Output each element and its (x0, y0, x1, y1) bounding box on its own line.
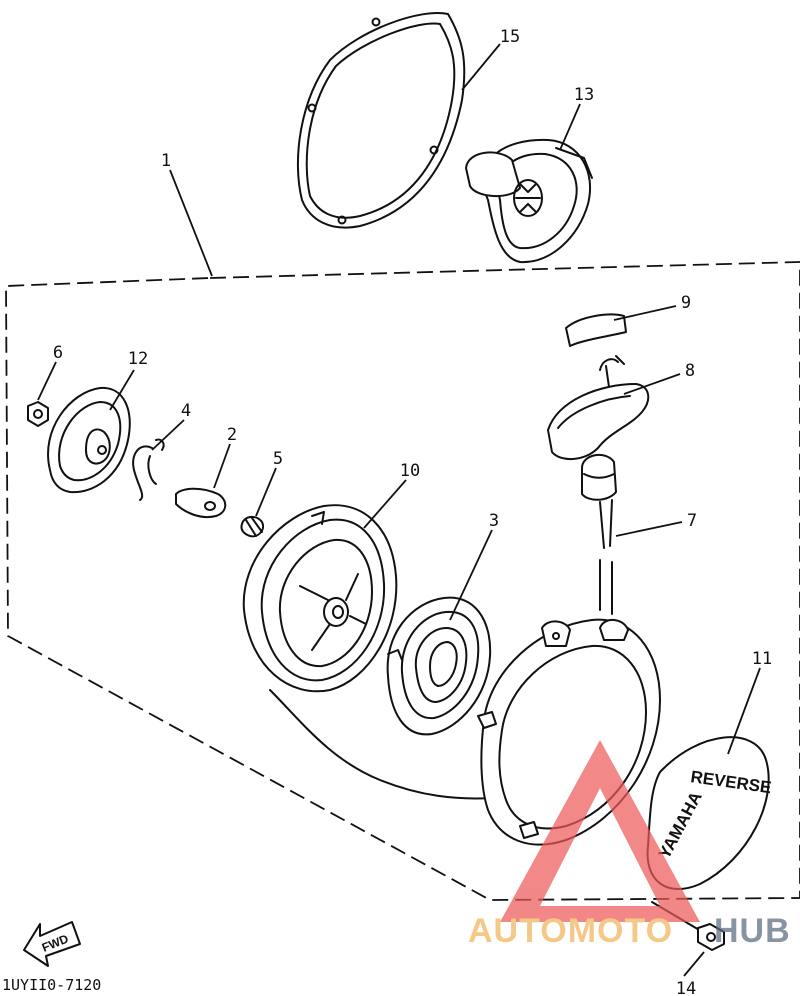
callout-7: 7 (687, 511, 697, 531)
callout-5: 5 (273, 449, 283, 469)
starter-handle (547, 355, 650, 501)
callout-2: 2 (227, 425, 237, 445)
diagram-code: 1UYII0-7120 (2, 976, 101, 994)
callout-14: 14 (676, 979, 696, 996)
spring-clip (132, 438, 165, 501)
ratchet-pawl (175, 487, 227, 518)
callout-13: 13 (574, 85, 594, 105)
watermark-text-1: AUTOMOTO (468, 912, 673, 950)
callout-3: 3 (489, 511, 499, 531)
gasket (296, 12, 466, 229)
leader-lines (37, 43, 761, 977)
pawl-spring (240, 516, 264, 538)
watermark-triangle-logo (500, 740, 700, 922)
nut (27, 401, 49, 427)
starter-sheave (242, 504, 398, 693)
watermark-text-2: HUB (714, 912, 791, 950)
callout-15: 15 (500, 27, 520, 47)
rope-path (269, 689, 493, 800)
callout-12: 12 (128, 349, 148, 369)
callout-numbers: 15 13 1 9 6 12 8 4 2 5 10 3 7 11 14 (53, 27, 772, 996)
callout-10: 10 (400, 461, 420, 481)
callout-9: 9 (681, 293, 691, 313)
callout-6: 6 (53, 343, 63, 363)
callout-1: 1 (161, 151, 171, 171)
friction-plate (47, 386, 131, 494)
callout-4: 4 (181, 401, 191, 421)
recoil-spring (386, 596, 492, 736)
watermark: AUTOMOTO HUB (468, 740, 791, 950)
drive-pulley (465, 138, 593, 264)
handle-cap (565, 313, 627, 347)
callout-8: 8 (685, 361, 695, 381)
callout-11: 11 (752, 649, 772, 669)
starter-rope (599, 499, 613, 615)
fwd-arrow: FWD (23, 921, 81, 967)
